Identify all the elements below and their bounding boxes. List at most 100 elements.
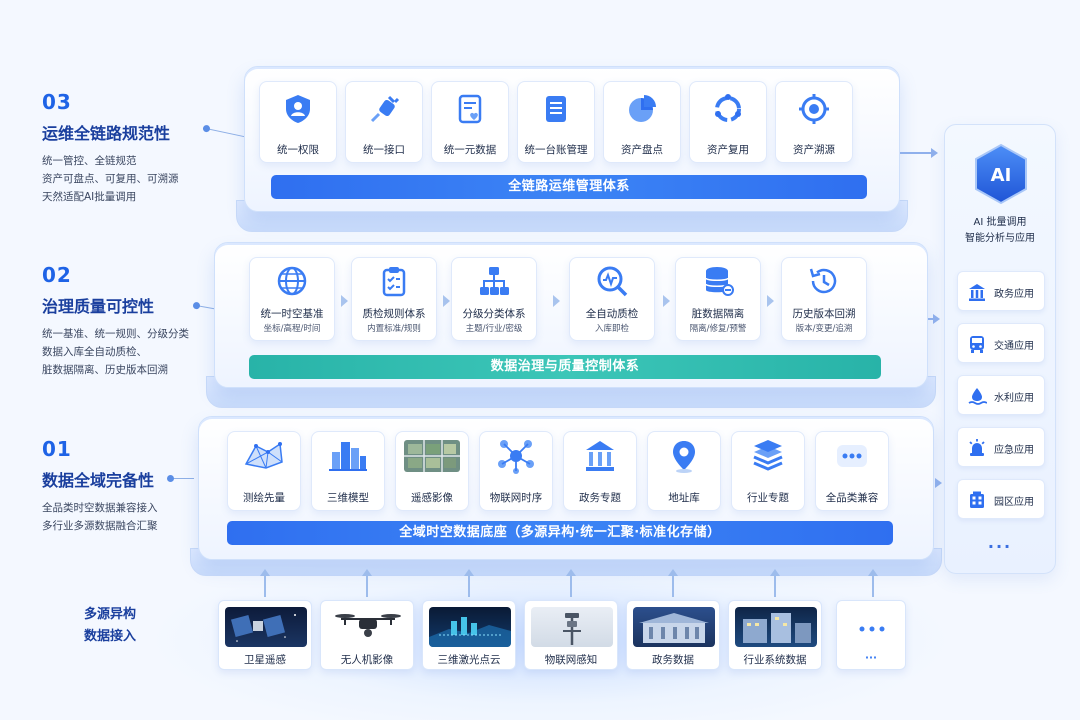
tile-unified-metadata[interactable]: 统一元数据	[431, 81, 509, 163]
source-industry[interactable]: 行业系统数据	[728, 600, 822, 670]
tile-unified-interface[interactable]: 统一接口	[345, 81, 423, 163]
source-label: 三维激光点云	[437, 654, 501, 666]
iot-pole-icon	[531, 607, 613, 647]
layer-ops-management: 统一权限 统一接口 统一元数据 统一台账管理 资产盘点	[244, 66, 900, 212]
alarm-icon	[969, 439, 985, 456]
up-arrow	[668, 569, 678, 597]
tile-label: 统一时空基准	[260, 308, 324, 320]
layer-spatiotemporal-base: 测绘先量 三维模型 遥感影像 物联网时序 政务专题	[198, 416, 934, 560]
desc-line: 数据入库全自动质检、	[42, 346, 147, 358]
tile-auto-qc[interactable]: 全自动质检 入库即检	[569, 257, 655, 341]
section-02: 02 治理质量可控性 统一基准、统一规则、分级分类 数据入库全自动质检、 脏数据…	[42, 263, 189, 379]
tile-asset-traceability[interactable]: 资产溯源	[775, 81, 853, 163]
source-label: ···	[865, 652, 877, 664]
tile-classification[interactable]: 分级分类体系 主题/行业/密级	[451, 257, 537, 341]
app-transport[interactable]: 交通应用	[957, 323, 1045, 363]
tile-remote-sensing[interactable]: 遥感影像	[395, 431, 469, 511]
up-arrow	[260, 569, 270, 597]
source-label: 政务数据	[652, 654, 694, 666]
source-label: 无人机影像	[340, 654, 394, 666]
section-03: 03 运维全链路规范性 统一管控、全链规范 资产可盘点、可复用、可溯源 天然适配…	[42, 90, 179, 206]
drone-icon	[327, 607, 409, 647]
tile-address-db[interactable]: 地址库	[647, 431, 721, 511]
tile-qc-rules[interactable]: 质检规则体系 内置标准/规则	[351, 257, 437, 341]
tile-gov-topics[interactable]: 政务专题	[563, 431, 637, 511]
app-emergency[interactable]: 应急应用	[957, 427, 1045, 467]
tile-asset-inventory[interactable]: 资产盘点	[603, 81, 681, 163]
source-more[interactable]: ···	[836, 600, 906, 670]
app-park[interactable]: 园区应用	[957, 479, 1045, 519]
app-government[interactable]: 政务应用	[957, 271, 1045, 311]
tile-label: 历史版本回溯	[792, 308, 856, 320]
sources-label-line: 多源异构	[84, 607, 137, 622]
tile-surveying[interactable]: 测绘先量	[227, 431, 301, 511]
section-number: 01	[42, 437, 72, 461]
industry-photo-icon	[735, 607, 817, 647]
section-01: 01 数据全域完备性 全品类时空数据兼容接入 多行业多源数据融合汇聚	[42, 437, 158, 535]
up-arrow	[464, 569, 474, 597]
tile-3d-model[interactable]: 三维模型	[311, 431, 385, 511]
source-iot[interactable]: 物联网感知	[524, 600, 618, 670]
tile-unified-ledger[interactable]: 统一台账管理	[517, 81, 595, 163]
desc-line: 脏数据隔离、历史版本回溯	[42, 364, 168, 376]
sources-label: 多源异构 数据接入	[84, 604, 136, 648]
app-label: 应急应用	[994, 445, 1034, 456]
app-label: 政务应用	[994, 289, 1034, 300]
source-label: 行业系统数据	[743, 654, 807, 666]
tile-asset-reuse[interactable]: 资产复用	[689, 81, 767, 163]
flow-chevron	[553, 295, 560, 307]
magnifier-pulse-icon	[597, 266, 628, 297]
tile-unified-permission[interactable]: 统一权限	[259, 81, 337, 163]
plug-icon	[370, 95, 400, 123]
section-description: 统一管控、全链规范 资产可盘点、可复用、可溯源 天然适配AI批量调用	[42, 152, 179, 206]
ai-badge-text: AI	[991, 165, 1012, 186]
desc-line: 资产可盘点、可复用、可溯源	[42, 173, 179, 185]
tile-industry-topics[interactable]: 行业专题	[731, 431, 805, 511]
bus-icon	[970, 336, 984, 353]
ledger-icon	[546, 96, 566, 122]
source-government[interactable]: 政务数据	[626, 600, 720, 670]
tile-unified-spacetime-datum[interactable]: 统一时空基准 坐标/高程/时间	[249, 257, 335, 341]
up-arrow	[770, 569, 780, 597]
connector-line	[167, 475, 194, 482]
target-icon	[799, 94, 829, 124]
up-arrow	[362, 569, 372, 597]
ai-caption: AI 批量调用 智能分析与应用	[945, 215, 1055, 247]
tile-all-compatible[interactable]: 全品类兼容	[815, 431, 889, 511]
section-description: 统一基准、统一规则、分级分类 数据入库全自动质检、 脏数据隔离、历史版本回溯	[42, 325, 189, 379]
source-satellite[interactable]: 卫星遥感	[218, 600, 312, 670]
tile-label: 统一台账管理	[524, 144, 588, 156]
history-icon	[809, 268, 837, 294]
tile-label: 统一权限	[277, 144, 319, 156]
source-label: 物联网感知	[544, 654, 598, 666]
section-description: 全品类时空数据兼容接入 多行业多源数据融合汇聚	[42, 499, 158, 535]
source-drone[interactable]: 无人机影像	[320, 600, 414, 670]
up-arrow	[868, 569, 878, 597]
tile-label: 物联网时序	[489, 492, 543, 504]
satellite-photo-icon	[225, 607, 307, 647]
layer3-bar: 全链路运维管理体系	[271, 175, 867, 199]
app-label: 水利应用	[994, 393, 1034, 404]
section-number: 02	[42, 263, 72, 287]
checklist-icon	[382, 267, 406, 297]
tile-label: 行业专题	[747, 492, 789, 504]
app-water[interactable]: 水利应用	[957, 375, 1045, 415]
flow-chevron	[767, 295, 774, 307]
gov-building-photo-icon	[633, 607, 715, 647]
section-title: 治理质量可控性	[42, 297, 155, 316]
tile-dirty-data-isolation[interactable]: 脏数据隔离 隔离/修复/预警	[675, 257, 761, 341]
more-apps[interactable]: ···	[987, 537, 1013, 556]
tile-label: 三维模型	[327, 492, 369, 504]
hierarchy-icon	[480, 267, 509, 295]
shield-user-icon	[286, 95, 310, 123]
recycle-icon	[715, 94, 741, 122]
ai-application-panel: AI AI 批量调用 智能分析与应用 政务应用 交通应用 水利应用 应急应用	[944, 124, 1056, 574]
satellite-image-icon	[404, 440, 460, 472]
tile-iot-timeseries[interactable]: 物联网时序	[479, 431, 553, 511]
government-icon	[969, 284, 985, 301]
tile-label: 统一元数据	[443, 144, 497, 156]
flow-chevron	[443, 295, 450, 307]
app-label: 交通应用	[994, 341, 1034, 352]
tile-version-history[interactable]: 历史版本回溯 版本/变更/追溯	[781, 257, 867, 341]
source-lidar[interactable]: 三维激光点云	[422, 600, 516, 670]
